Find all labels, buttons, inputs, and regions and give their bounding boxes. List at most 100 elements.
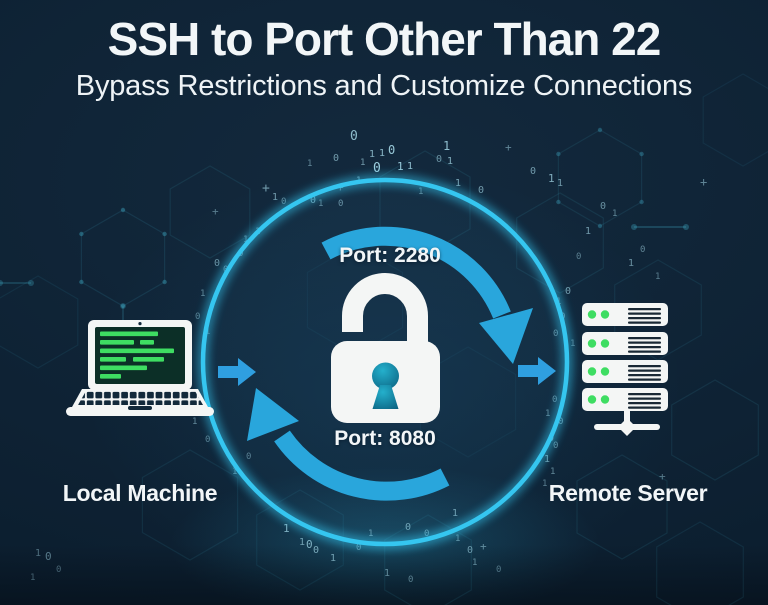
svg-text:1: 1 — [612, 209, 617, 219]
svg-text:1: 1 — [655, 272, 660, 282]
laptop-keys — [78, 391, 203, 405]
svg-text:0: 0 — [306, 538, 313, 551]
remote-server-label: Remote Server — [548, 480, 708, 506]
port-label-top: Port: 2280 — [339, 244, 441, 267]
svg-text:1: 1 — [232, 467, 237, 477]
svg-text:0: 0 — [45, 550, 52, 563]
page-title: SSH to Port Other Than 22 — [107, 13, 662, 65]
server-vent-lines — [628, 308, 661, 409]
svg-text:0: 0 — [214, 258, 220, 269]
svg-text:0: 0 — [640, 245, 645, 255]
svg-text:0: 0 — [195, 312, 200, 322]
svg-text:1: 1 — [384, 568, 390, 579]
svg-text:1: 1 — [368, 529, 373, 539]
right-flow-arrow-icon — [518, 357, 556, 385]
svg-text:0: 0 — [388, 143, 395, 157]
svg-text:1: 1 — [472, 558, 477, 568]
svg-text:0: 0 — [405, 522, 411, 533]
svg-text:+: + — [659, 470, 666, 483]
rotation-arc-bottom — [274, 430, 450, 501]
svg-text:0: 0 — [530, 166, 536, 177]
svg-text:1: 1 — [35, 548, 41, 559]
svg-text:1: 1 — [299, 537, 305, 548]
svg-text:0: 0 — [558, 417, 563, 427]
laptop-webcam-dot — [138, 322, 142, 326]
svg-text:0: 0 — [333, 153, 339, 164]
svg-text:0: 0 — [576, 252, 581, 262]
svg-text:1: 1 — [192, 417, 197, 427]
port-label-bottom: Port: 8080 — [334, 427, 436, 450]
keyhole-stem — [372, 385, 399, 409]
binary-digits-layer: 0111001001111+110110010++011+0110101+100… — [30, 129, 707, 585]
svg-text:0: 0 — [467, 545, 473, 556]
svg-text:0: 0 — [373, 161, 381, 176]
left-flow-arrow-icon — [218, 358, 256, 386]
svg-text:0: 0 — [350, 129, 358, 144]
svg-text:1: 1 — [570, 339, 575, 349]
svg-text:1: 1 — [369, 149, 375, 160]
svg-text:0: 0 — [338, 199, 343, 209]
svg-text:+: + — [262, 181, 270, 196]
svg-text:1: 1 — [443, 139, 450, 153]
svg-text:1: 1 — [542, 479, 547, 489]
svg-text:0: 0 — [281, 197, 286, 207]
svg-text:1: 1 — [628, 258, 634, 269]
padlock-shackle — [342, 273, 428, 349]
svg-text:1: 1 — [283, 522, 290, 535]
svg-text:0: 0 — [310, 195, 316, 206]
svg-text:1: 1 — [397, 160, 404, 173]
svg-text:1: 1 — [455, 534, 460, 544]
svg-text:1: 1 — [307, 159, 312, 169]
page-subtitle: Bypass Restrictions and Customize Connec… — [75, 70, 693, 102]
connection-ring — [200, 177, 570, 547]
svg-text:0: 0 — [424, 529, 429, 539]
svg-text:0: 0 — [205, 435, 210, 445]
laptop-icon — [66, 320, 214, 416]
svg-text:1: 1 — [418, 187, 423, 197]
svg-text:1: 1 — [557, 178, 563, 189]
svg-text:0: 0 — [313, 545, 319, 556]
server-icon — [582, 303, 668, 436]
rotation-arrowheads — [247, 308, 533, 441]
svg-text:+: + — [700, 175, 707, 189]
svg-text:0: 0 — [436, 154, 442, 165]
rotation-arc-top — [321, 226, 511, 319]
svg-text:1: 1 — [318, 199, 323, 209]
arrowhead-clockwise-right-icon — [479, 308, 533, 364]
svg-text:0: 0 — [496, 565, 501, 575]
svg-text:1: 1 — [545, 409, 550, 419]
svg-text:1: 1 — [548, 172, 555, 185]
svg-text:1: 1 — [550, 467, 555, 477]
svg-text:0: 0 — [565, 286, 571, 297]
svg-text:1: 1 — [360, 158, 365, 168]
svg-text:0: 0 — [246, 452, 251, 462]
svg-text:0: 0 — [478, 185, 484, 196]
svg-text:1: 1 — [544, 454, 550, 465]
svg-text:1: 1 — [330, 553, 336, 564]
svg-text:+: + — [505, 141, 512, 154]
svg-text:1: 1 — [272, 192, 278, 203]
arrowhead-clockwise-left-icon — [247, 388, 299, 441]
svg-text:1: 1 — [455, 178, 461, 189]
svg-text:1: 1 — [452, 508, 458, 519]
terminal-code-lines — [100, 331, 174, 379]
keyhole-circle — [372, 362, 399, 390]
svg-text:0: 0 — [553, 441, 558, 451]
flow-arrows — [218, 357, 556, 386]
local-machine-label: Local Machine — [62, 480, 218, 506]
padlock-icon — [331, 273, 440, 423]
svg-text:1: 1 — [447, 156, 453, 167]
svg-text:1: 1 — [30, 573, 35, 583]
svg-text:1: 1 — [243, 235, 248, 245]
svg-text:0: 0 — [408, 575, 413, 585]
svg-text:0: 0 — [356, 543, 361, 553]
svg-text:+: + — [212, 205, 219, 218]
svg-text:1: 1 — [407, 161, 413, 172]
svg-text:+: + — [480, 540, 487, 553]
svg-text:1: 1 — [585, 226, 591, 237]
server-led-dots — [587, 310, 610, 404]
laptop-base-notch — [128, 406, 152, 410]
rotation-arcs — [274, 226, 511, 501]
